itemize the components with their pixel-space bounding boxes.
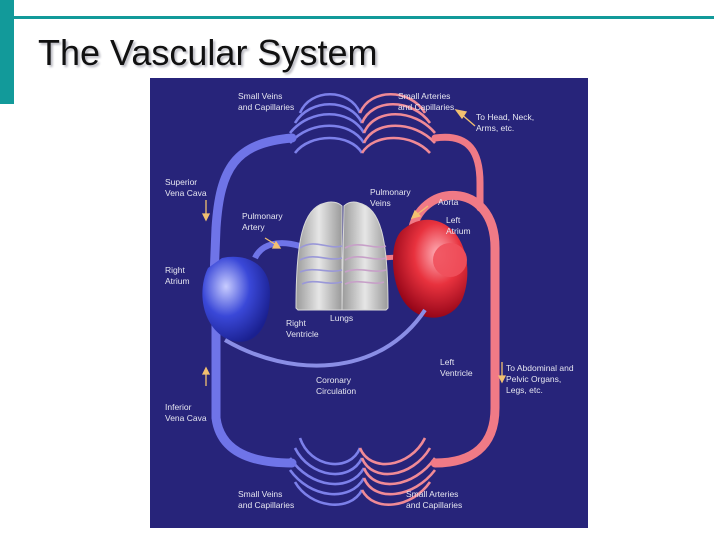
inferior-vena-cava — [211, 313, 297, 468]
artery-to-head — [431, 133, 484, 212]
left-atrium — [433, 243, 467, 277]
label-lungs: Lungs — [330, 313, 353, 323]
aorta — [407, 190, 500, 468]
accent-bar-left — [0, 0, 14, 104]
capillary-bed-bottom — [288, 437, 437, 506]
label-aorta: Aorta — [438, 197, 459, 207]
capillary-bed-top — [288, 92, 436, 154]
lungs — [295, 201, 389, 311]
right-heart — [202, 256, 270, 342]
flow-arrows — [201, 109, 507, 386]
superior-vena-cava — [209, 133, 297, 283]
label-head-neck-arms: To Head, Neck,Arms, etc. — [476, 112, 534, 133]
coronary-circulation — [223, 308, 427, 368]
pulmonary-artery — [252, 240, 301, 260]
accent-line-top — [14, 16, 714, 19]
heart — [202, 219, 468, 342]
slide-title: The Vascular System — [38, 32, 378, 73]
